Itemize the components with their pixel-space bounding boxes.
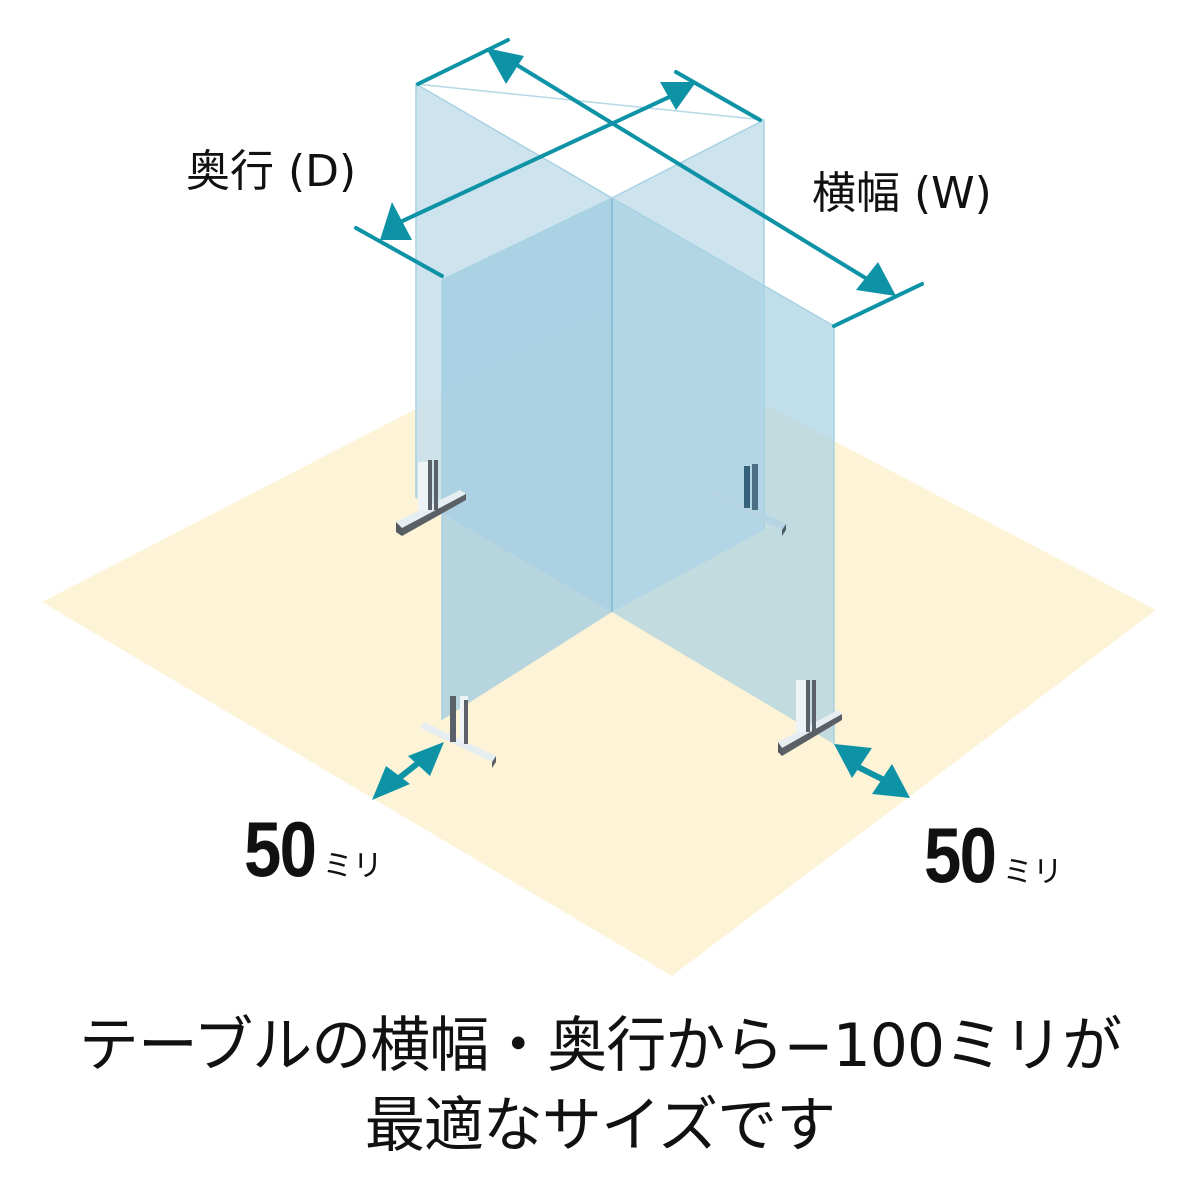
double-arrow-icon (872, 764, 910, 798)
clearance-unit: ミリ (322, 849, 383, 884)
arrow-depth-start-icon (380, 202, 412, 240)
foot-front-left (420, 696, 496, 768)
clearance-arrow-left (372, 742, 444, 800)
clearance-right: 50 ミリ (924, 816, 1063, 894)
panel-front-left (442, 198, 612, 720)
double-arrow-icon (372, 766, 410, 800)
clearance-value: 50 (924, 811, 997, 899)
clearance-value: 50 (244, 805, 317, 893)
double-arrow-icon (408, 742, 444, 776)
panel-front-right (612, 198, 834, 744)
clearance-left: 50 ミリ (244, 810, 383, 888)
foot-front-right (778, 680, 842, 756)
caption-line-2: 最適なサイズです (364, 1091, 836, 1161)
foot-back-right (712, 464, 786, 536)
depth-label: 奥行 (D) (186, 146, 357, 197)
dimension-lines (354, 38, 924, 328)
double-arrow-icon (834, 744, 872, 778)
panel-top-edges (415, 83, 765, 121)
width-label: 横幅 (W) (812, 168, 992, 219)
clearance-arrow-right (834, 744, 910, 798)
arrow-width-end-icon (856, 262, 896, 296)
dimension-arrowheads (380, 48, 896, 296)
arrow-width-start-icon (486, 48, 524, 84)
caption-line-1: テーブルの横幅・奥行から−100ミリが (78, 1011, 1122, 1081)
clearance-unit: ミリ (1002, 855, 1063, 890)
foot-back-left (396, 460, 466, 536)
arrow-depth-end-icon (660, 82, 696, 110)
table-surface (42, 316, 1156, 976)
